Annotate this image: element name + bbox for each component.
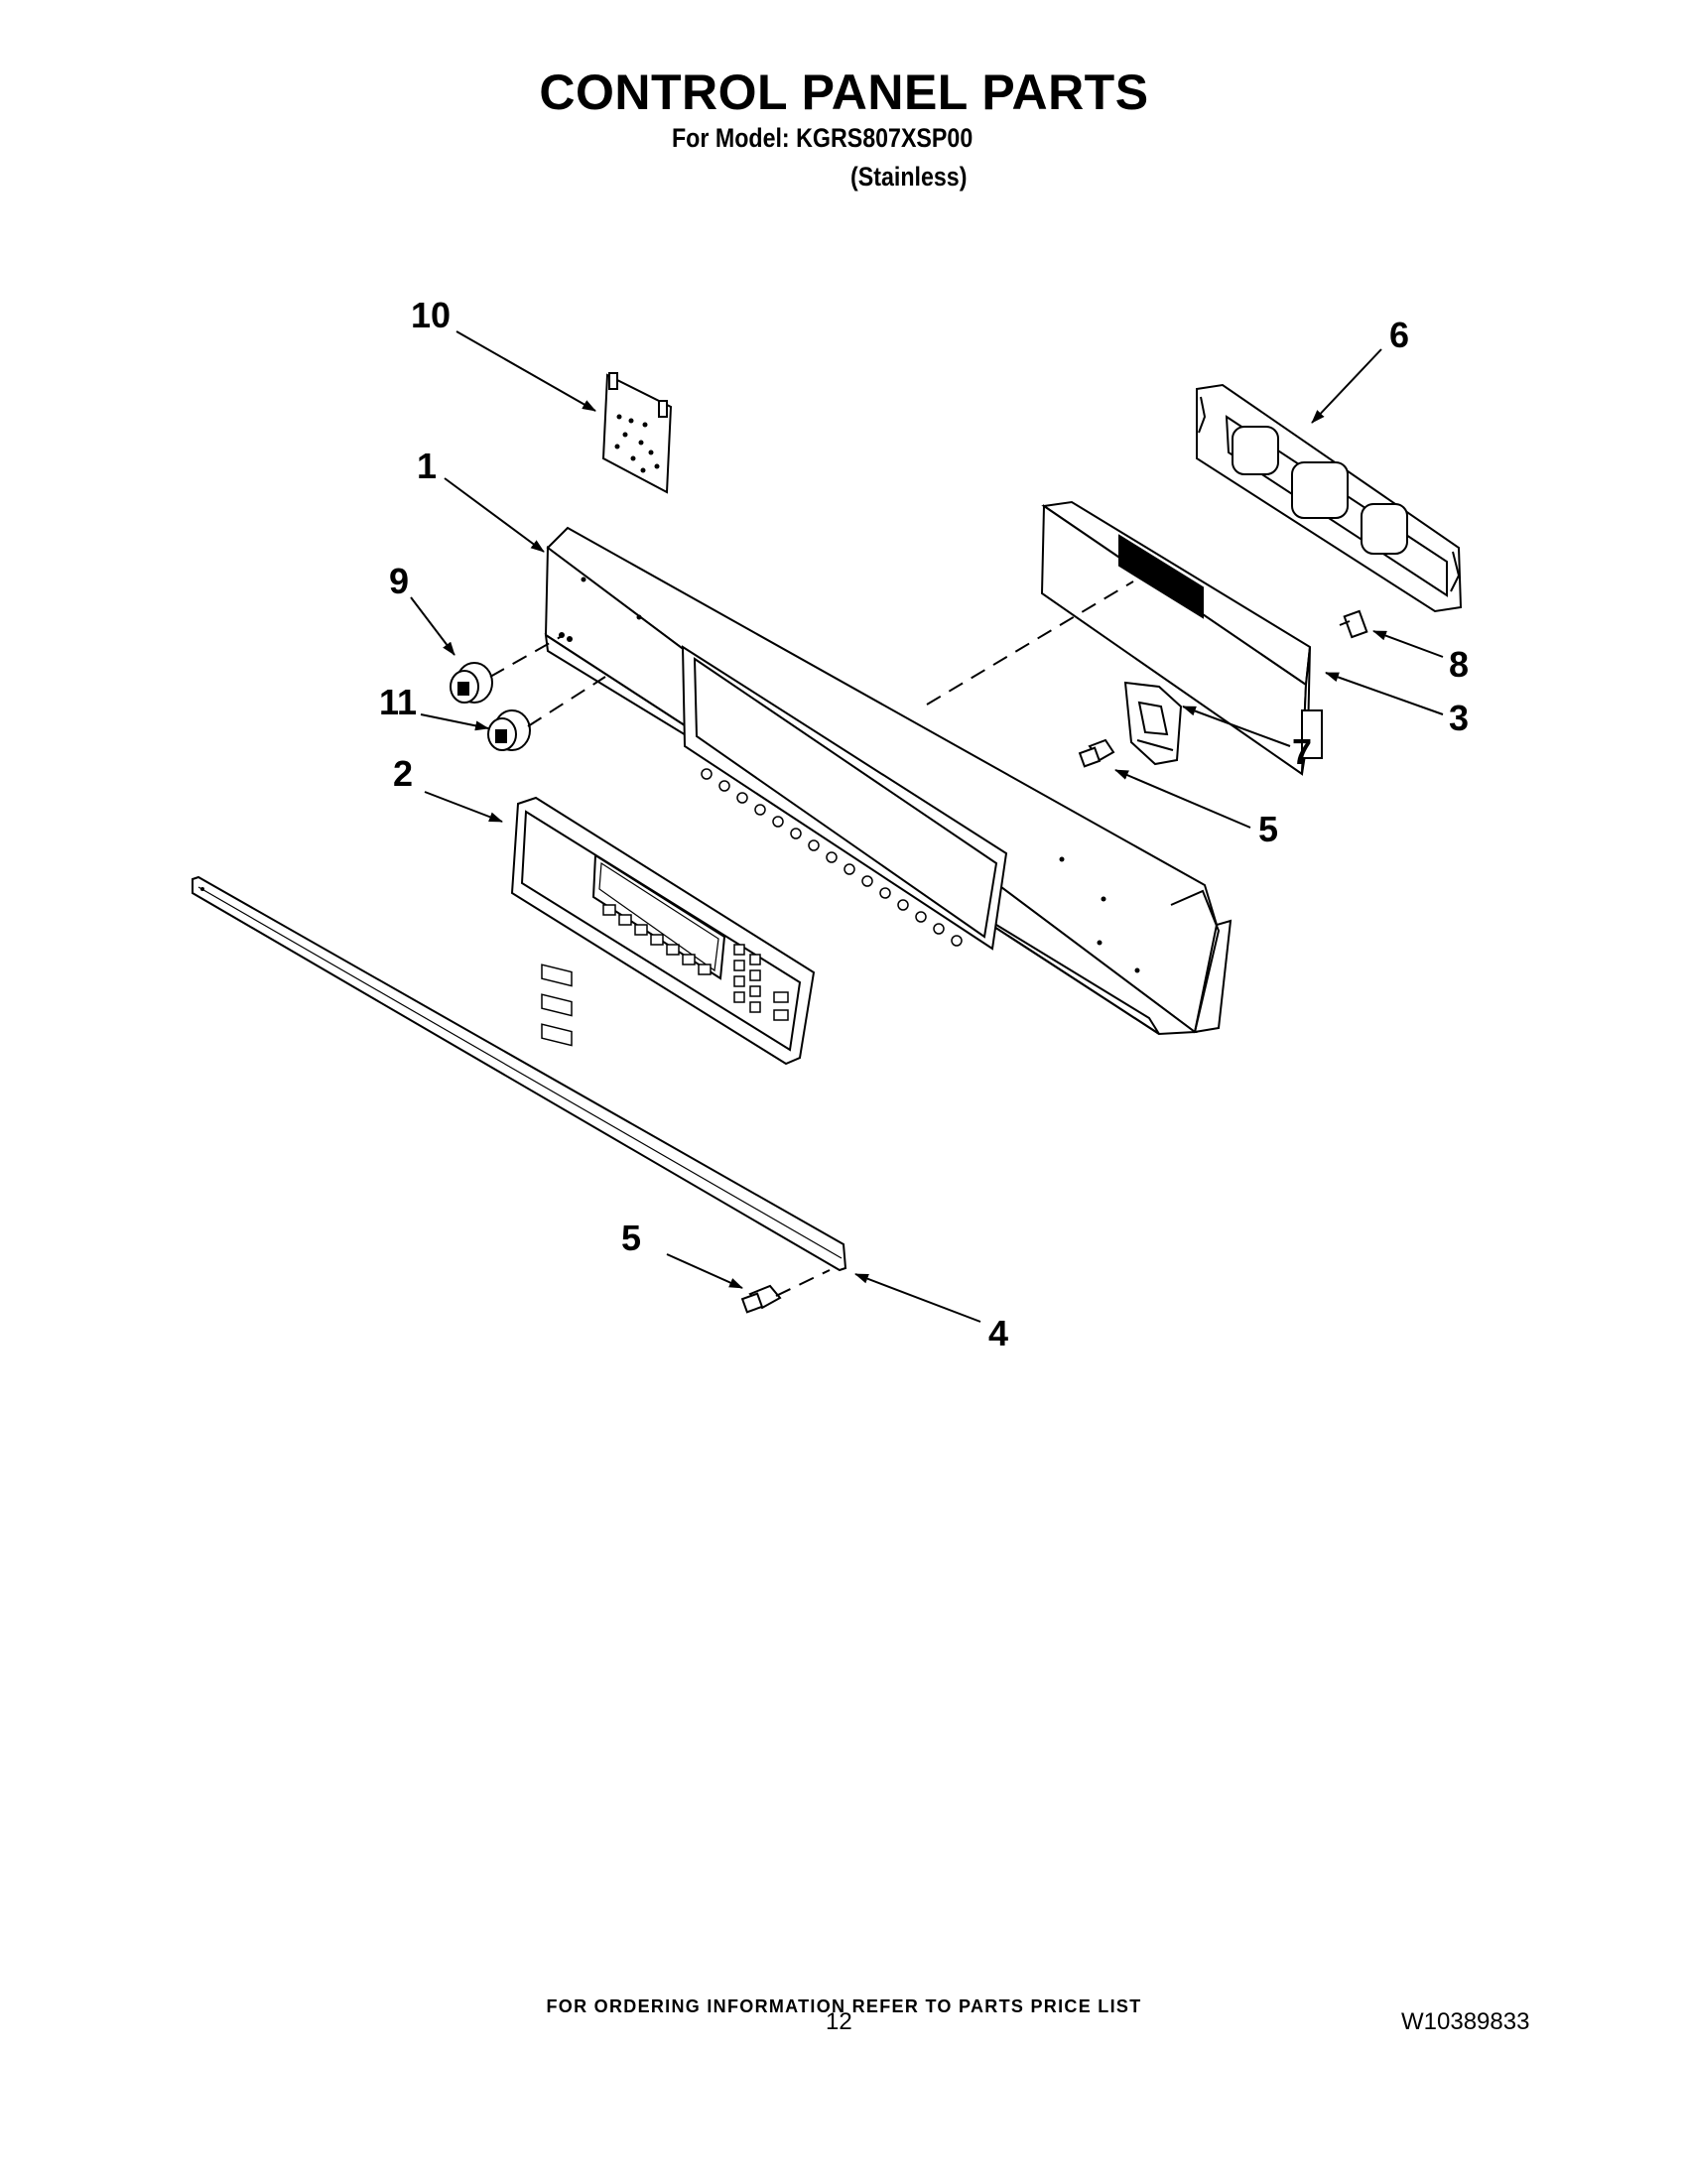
document-number: W10389833	[1401, 2008, 1530, 2035]
callout-11: 11	[379, 682, 417, 722]
model-variant: (Stainless)	[850, 162, 968, 192]
page-title: CONTROL PANEL PARTS	[539, 64, 1149, 120]
ordering-note: FOR ORDERING INFORMATION REFER TO PARTS …	[546, 1996, 1142, 2016]
callout-5-lower: 5	[621, 1218, 641, 1258]
part-5-screw-lower	[740, 1284, 782, 1314]
callout-10: 10	[411, 295, 451, 335]
callout-5-upper: 5	[1258, 809, 1278, 849]
part-8-screw	[1339, 609, 1368, 639]
part-11-knob	[487, 709, 531, 751]
part-6-back-bracket	[1196, 383, 1463, 613]
callout-4: 4	[988, 1313, 1008, 1353]
part-3-housing	[1040, 500, 1323, 776]
model-line: For Model: KGRS807XSP00	[672, 123, 974, 153]
callout-8: 8	[1449, 644, 1469, 685]
part-2-overlay	[510, 796, 816, 1066]
callout-6: 6	[1389, 315, 1409, 355]
part-9-knob	[450, 662, 493, 704]
part-4-trim-strip	[192, 875, 847, 1272]
callout-3: 3	[1449, 698, 1469, 738]
alignment-lines	[489, 580, 1134, 1297]
callout-9: 9	[389, 561, 409, 601]
callout-7: 7	[1292, 731, 1312, 772]
page-number: 12	[826, 2008, 852, 2035]
part-7-bracket	[1123, 681, 1183, 766]
callout-1: 1	[417, 446, 437, 486]
part-1-control-panel	[544, 526, 1233, 1036]
callout-2: 2	[393, 753, 413, 794]
part-5-screw-upper	[1078, 738, 1115, 768]
leader-arrows	[410, 330, 1444, 1323]
part-10-control-board	[601, 372, 673, 494]
